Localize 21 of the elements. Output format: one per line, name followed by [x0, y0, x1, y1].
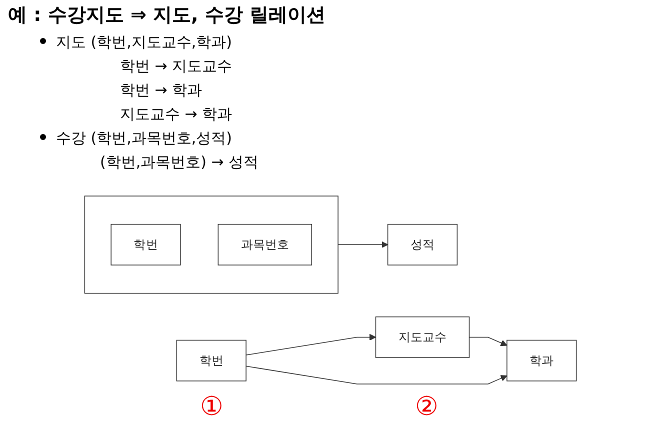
- text-line: (학번,과목번호) → 성적: [100, 153, 259, 171]
- node-box: [375, 316, 470, 358]
- handwritten-number: ②: [415, 392, 438, 422]
- arrow: [246, 366, 508, 384]
- title: 예 : 수강지도 ⇒ 지도, 수강 릴레이션: [8, 3, 326, 28]
- cluster: [84, 196, 338, 294]
- text-line: 지도교수 → 학과: [120, 105, 232, 123]
- node-box: [218, 224, 312, 266]
- text-line: 수강 (학번,과목번호,성적): [56, 129, 232, 147]
- arrow: [338, 241, 388, 248]
- handwritten-number: ①: [200, 392, 224, 422]
- text-line: 지도 (학번,지도교수,학과): [56, 33, 232, 51]
- text-line: 학번 → 학과: [120, 81, 202, 99]
- arrow: [468, 336, 508, 346]
- node-box: [387, 224, 458, 266]
- node-box: [506, 340, 577, 382]
- diagram: 학번 과목번호 학번 지도교수 학과 성적: [0, 190, 661, 390]
- node-box: [110, 224, 181, 266]
- arrow: [246, 334, 376, 356]
- node-box: [176, 340, 246, 382]
- text-line: 학번 → 지도교수: [120, 57, 232, 75]
